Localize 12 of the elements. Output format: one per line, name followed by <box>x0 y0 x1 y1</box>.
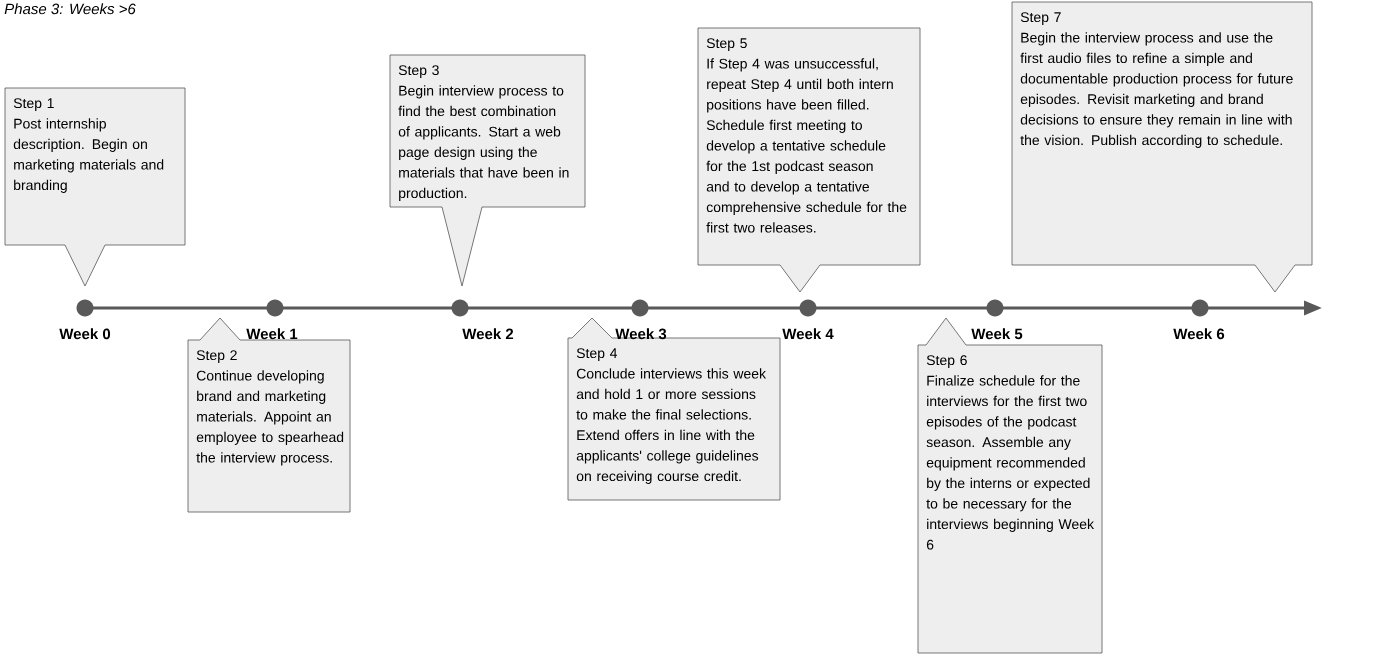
title: Phase 3: Weeks >6 <box>4 3 136 15</box>
week-label: Week 0 <box>59 328 111 340</box>
week-label: Week 5 <box>971 328 1023 340</box>
week-label: Week 6 <box>1173 328 1225 340</box>
callout-box: Step 3 Begin interview process to find the best combination of applicants. Start a web page design using the materials that have been in production. <box>389 54 586 287</box>
week-label: Week 1 <box>246 328 298 340</box>
callout-box: Step 1 Post internship description. Begin on marketing materials and branding <box>4 87 186 287</box>
callout-box: Step 5 If Step 4 was unsuccessful, repeat Step 4 until both intern positions have been filled. Schedule first meeting to develop a tentative schedule for the 1st podcast season and to develop a tentative comprehensive schedule for the first two releases. <box>697 27 921 293</box>
week-label: Week 4 <box>782 328 834 340</box>
week-label: Week 3 <box>615 328 667 340</box>
callout-box: Step 7 Begin the interview process and use the first audio files to refine a simple and documentable production process for future episodes. Revisit marketing and brand decisions to ensure they remain in line with the vision. Publish according to schedule. <box>1011 1 1313 293</box>
week-label: Week 2 <box>462 328 514 340</box>
